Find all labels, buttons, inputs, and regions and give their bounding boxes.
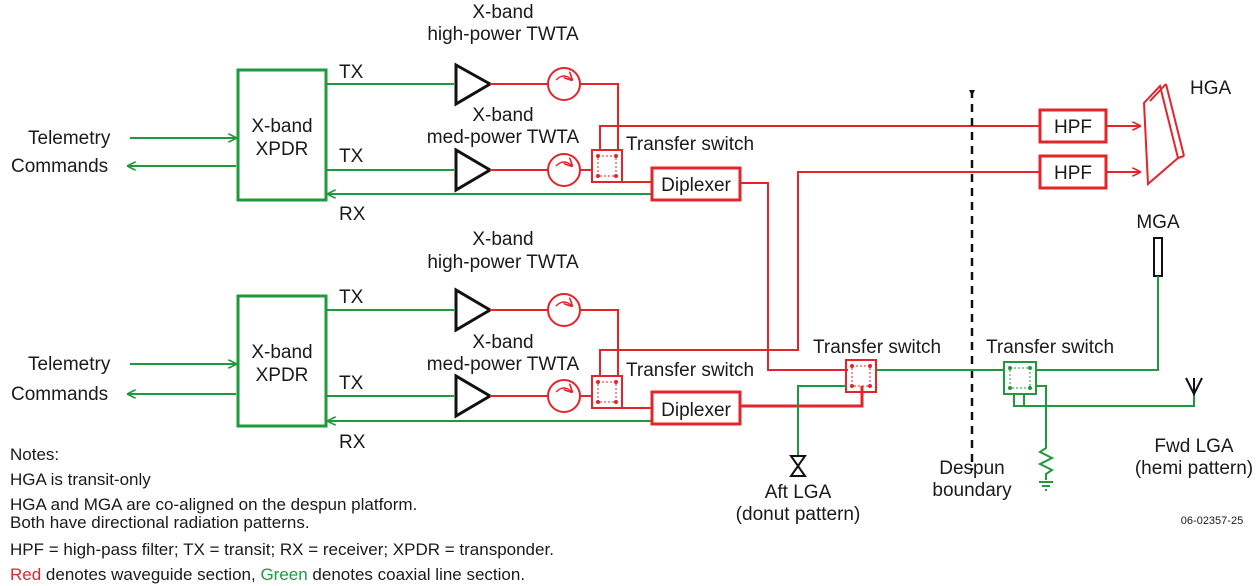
notes: Notes: HGA is transit-only HGA and MGA a… — [10, 445, 554, 584]
diplexer-box — [650, 390, 742, 426]
transfer-switch — [591, 149, 623, 183]
twta-med-label-2: med-power TWTA — [427, 127, 580, 148]
notes-title: Notes: — [10, 445, 59, 464]
tx-label: TX — [339, 287, 364, 308]
legend-mid: denotes waveguide section, — [41, 565, 260, 584]
transfer-switch — [591, 375, 623, 409]
twta-med-label-2: med-power TWTA — [427, 354, 580, 375]
transfer-switch-label: Transfer switch — [986, 337, 1114, 358]
twta-high-label-1: X-band — [472, 229, 533, 250]
transfer-switch-label: Transfer switch — [813, 337, 941, 358]
isolator — [547, 293, 581, 327]
diplexer-label: Diplexer — [661, 400, 731, 421]
figure-id: 06-02357-25 — [1181, 515, 1243, 527]
twta-med-amplifier — [454, 147, 493, 193]
legend-red: Red — [10, 565, 41, 584]
twta-high-label-2: high-power TWTA — [427, 252, 579, 273]
twta-high-label-1: X-band — [472, 2, 533, 23]
xpdr-box — [236, 294, 328, 428]
xpdr-label-2: XPDR — [256, 365, 309, 386]
boundary-marker-icon — [969, 90, 975, 96]
isolator — [547, 379, 581, 413]
hga-label: HGA — [1190, 78, 1232, 99]
transfer-switch — [845, 359, 877, 393]
twta-high-amplifier — [454, 287, 493, 333]
xpdr-label-1: X-band — [251, 116, 312, 137]
hga-antenna — [1142, 83, 1185, 187]
transfer-switch — [1003, 361, 1037, 395]
mga-antenna — [1153, 237, 1163, 277]
commands-label: Commands — [11, 156, 108, 177]
load-resistor-icon — [1036, 385, 1055, 480]
fwd-lga-antenna — [1185, 377, 1203, 397]
note-legend: Red denotes waveguide section, Green den… — [10, 565, 525, 584]
tx-label: TX — [339, 146, 364, 167]
tx-label: TX — [339, 62, 364, 83]
xpdr-label-1: X-band — [251, 342, 312, 363]
rx-label: RX — [339, 432, 366, 453]
lower-string: Telemetry Commands X-band XPDR TX TX RX … — [11, 171, 1040, 453]
isolator — [547, 153, 581, 187]
upper-string: Telemetry Commands X-band XPDR TX TX RX … — [11, 2, 1040, 371]
note-2a: HGA and MGA are co-aligned on the despun… — [10, 495, 417, 514]
twta-high-label-2: high-power TWTA — [427, 24, 579, 45]
fwd-lga-label-1: Fwd LGA — [1154, 436, 1234, 457]
note-2b: Both have directional radiation patterns… — [10, 513, 310, 532]
note-3: HPF = high-pass filter; TX = transit; RX… — [10, 540, 554, 559]
hpf-label: HPF — [1054, 163, 1092, 184]
fwd-lga-label-2: (hemi pattern) — [1135, 458, 1253, 479]
isolator — [547, 67, 581, 101]
ground-icon — [1039, 481, 1053, 491]
twta-high-amplifier — [454, 62, 494, 107]
boundary-label-1: Despun — [939, 458, 1005, 479]
xpdr-box — [236, 68, 328, 202]
legend-green: Green — [260, 565, 307, 584]
telemetry-label: Telemetry — [28, 128, 111, 149]
transfer-switch-label: Transfer switch — [626, 134, 754, 155]
aft-lga-antenna — [789, 455, 807, 477]
legend-end: denotes coaxial line section. — [308, 565, 525, 584]
telemetry-label: Telemetry — [28, 354, 111, 375]
hpf-label: HPF — [1054, 117, 1092, 138]
note-1: HGA is transit-only — [10, 470, 151, 489]
boundary-label-2: boundary — [932, 480, 1012, 501]
aft-lga-label-1: Aft LGA — [765, 482, 832, 503]
rx-label: RX — [339, 204, 366, 225]
twta-med-amplifier — [454, 373, 493, 419]
commands-label: Commands — [11, 384, 108, 405]
diplexer-label: Diplexer — [661, 175, 731, 196]
antenna-section: HPF HPF HGA Despun boundary Transfer swi… — [736, 78, 1253, 527]
xpdr-label-2: XPDR — [256, 139, 309, 160]
tx-label: TX — [339, 373, 364, 394]
twta-med-label-1: X-band — [472, 105, 533, 126]
mga-label: MGA — [1136, 212, 1180, 233]
transfer-switch-label: Transfer switch — [626, 360, 754, 381]
aft-lga-label-2: (donut pattern) — [736, 504, 861, 525]
twta-med-label-1: X-band — [472, 332, 533, 353]
